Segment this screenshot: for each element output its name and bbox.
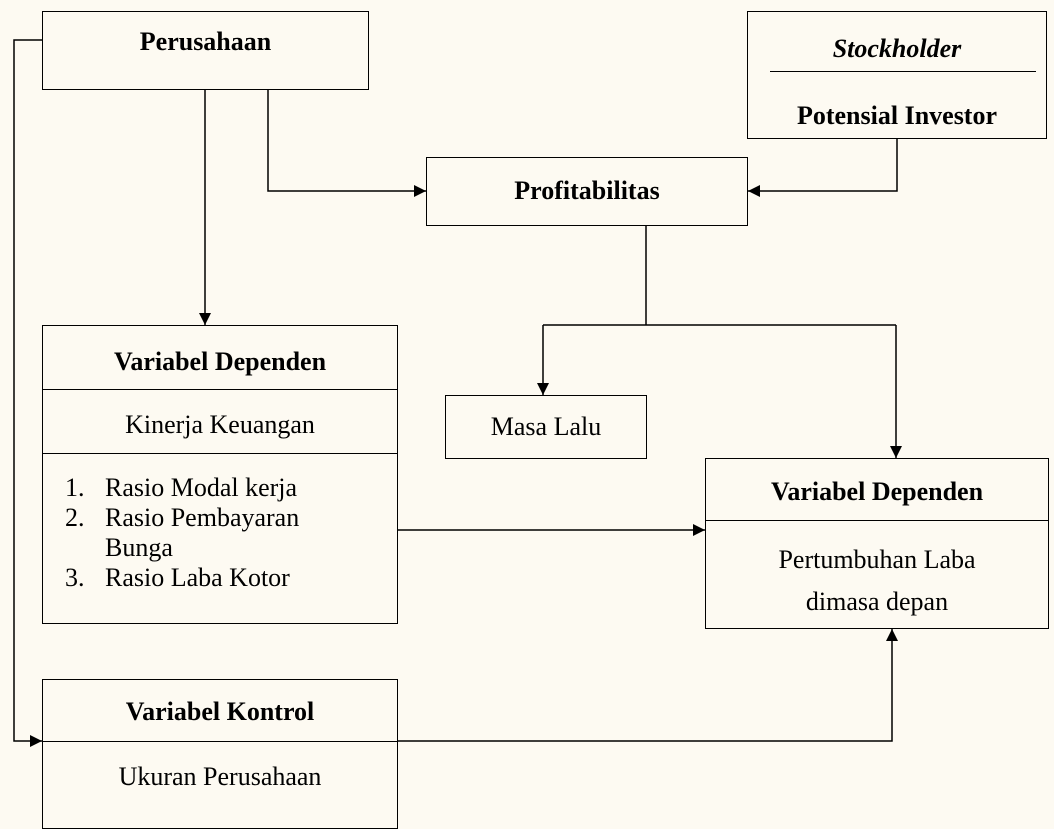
arrow-perusahaan-to-kontrol xyxy=(13,39,42,747)
arrow-perusahaan-to-profitabilitas xyxy=(267,90,426,197)
pertumbuhan-laba-label: Pertumbuhan Laba xyxy=(778,545,976,574)
variabel-dependen-left-header: Variabel Dependen xyxy=(113,347,327,376)
stockholder-label: Stockholder xyxy=(832,34,962,63)
rasio-item: 1. Rasio Modal kerja xyxy=(65,473,299,503)
potensial-investor-label: Potensial Investor xyxy=(796,101,998,130)
rasio-item-number: 3. xyxy=(65,563,85,592)
masa-lalu-label: Masa Lalu xyxy=(490,412,602,441)
arrow-kontrol-to-dependen-right xyxy=(398,629,898,742)
rasio-item-number: 2. xyxy=(65,503,85,532)
rasio-item-text: Rasio Laba Kotor xyxy=(105,563,290,592)
rasio-item-text-cont: Bunga xyxy=(105,533,173,562)
variabel-dependen-left-divider-2 xyxy=(43,453,397,454)
arrow-investor-to-profitabilitas xyxy=(748,139,898,197)
variabel-dependen-right-header: Variabel Dependen xyxy=(770,477,984,506)
stockholder-box: Stockholder Potensial Investor xyxy=(747,11,1047,139)
stockholder-divider xyxy=(770,71,1036,72)
variabel-kontrol-divider xyxy=(43,741,397,742)
rasio-item-number: 1. xyxy=(65,473,85,502)
rasio-item-text: Rasio Modal kerja xyxy=(105,473,298,502)
variabel-dependen-right-box: Variabel Dependen Pertumbuhan Laba dimas… xyxy=(705,458,1049,629)
variabel-dependen-right-divider xyxy=(706,520,1048,521)
profitabilitas-box: Profitabilitas xyxy=(426,157,748,226)
kinerja-keuangan-label: Kinerja Keuangan xyxy=(125,410,315,439)
variabel-kontrol-box: Variabel Kontrol Ukuran Perusahaan xyxy=(42,679,398,829)
variabel-dependen-left-box: Variabel Dependen Kinerja Keuangan 1. Ras… xyxy=(42,325,398,624)
ukuran-perusahaan-label: Ukuran Perusahaan xyxy=(118,762,322,791)
variabel-kontrol-header: Variabel Kontrol xyxy=(125,697,315,726)
rasio-item: 3. Rasio Laba Kotor xyxy=(65,563,299,593)
perusahaan-label: Perusahaan xyxy=(139,27,272,56)
profitabilitas-label: Profitabilitas xyxy=(514,176,660,205)
variabel-dependen-left-divider-1 xyxy=(43,389,397,390)
arrow-to-masa-lalu xyxy=(543,324,896,395)
masa-lalu-box: Masa Lalu xyxy=(445,395,647,459)
rasio-item-text: Rasio Pembayaran xyxy=(105,503,300,532)
perusahaan-box: Perusahaan xyxy=(42,11,369,90)
dimasa-depan-label: dimasa depan xyxy=(805,587,949,616)
